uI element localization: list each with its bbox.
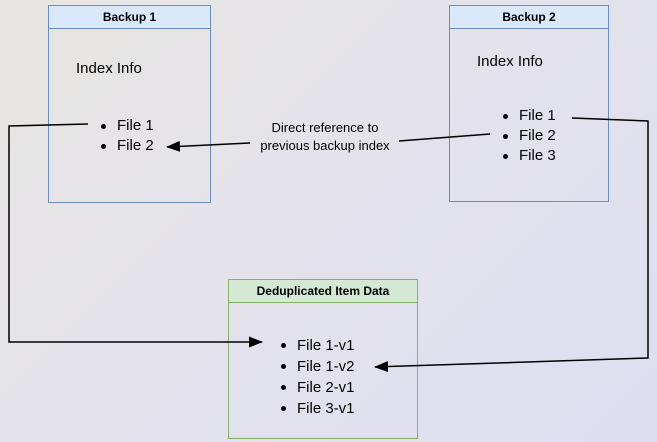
backup1-subtitle: Index Info bbox=[76, 60, 142, 77]
deduplicated-item-data-title: Deduplicated Item Data bbox=[229, 280, 417, 303]
direct-reference-label-line1: Direct reference to bbox=[271, 120, 379, 135]
direct-reference-label-line2: previous backup index bbox=[260, 138, 390, 153]
file-list-item: File 1-v1 bbox=[279, 335, 355, 356]
backup1-title: Backup 1 bbox=[49, 6, 210, 29]
backup2-subtitle: Index Info bbox=[477, 53, 543, 70]
file-list-item: File 1-v2 bbox=[279, 356, 355, 377]
file-list-item: File 3-v1 bbox=[279, 398, 355, 419]
file-list-item: File 1 bbox=[99, 116, 154, 136]
direct-reference-label: Direct reference to previous backup inde… bbox=[230, 119, 420, 155]
file-list-item: File 2 bbox=[99, 136, 154, 156]
file-list-item: File 2 bbox=[501, 126, 556, 146]
file-list-item: File 3 bbox=[501, 146, 556, 166]
file-list-item: File 2-v1 bbox=[279, 377, 355, 398]
backup2-title: Backup 2 bbox=[450, 6, 608, 29]
file-list-item: File 1 bbox=[501, 106, 556, 126]
